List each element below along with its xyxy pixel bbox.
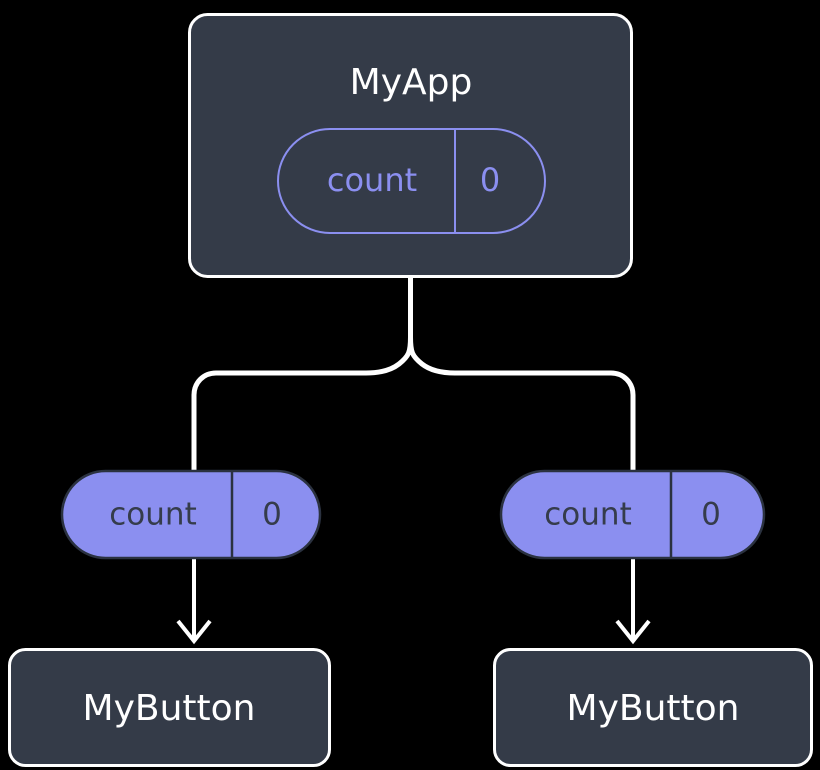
state-pill-right-value: 0 bbox=[701, 497, 721, 533]
node-mybutton-right[interactable]: MyButton bbox=[493, 648, 813, 767]
state-pill-myapp-value: 0 bbox=[480, 161, 500, 199]
state-pill-myapp-key: count bbox=[327, 161, 417, 199]
state-pill-right-shape[interactable] bbox=[499, 469, 766, 560]
node-mybutton-left-box[interactable] bbox=[8, 648, 331, 767]
edge-branch-left bbox=[191, 336, 413, 472]
arrow-head-right-icon bbox=[615, 619, 651, 645]
node-mybutton-right-box[interactable] bbox=[493, 648, 813, 767]
node-mybutton-left[interactable]: MyButton bbox=[8, 648, 331, 767]
state-pill-left-key: count bbox=[109, 497, 196, 533]
state-pill-left-shape[interactable] bbox=[60, 469, 322, 560]
state-pill-left-value: 0 bbox=[262, 497, 282, 533]
state-pill-right-key: count bbox=[544, 497, 631, 533]
node-mybutton-right-label: MyButton bbox=[567, 688, 740, 729]
state-pill-left[interactable]: count 0 bbox=[60, 469, 322, 560]
node-myapp[interactable]: MyApp count 0 bbox=[188, 13, 633, 278]
node-myapp-box[interactable] bbox=[188, 13, 633, 278]
state-pill-myapp-shape[interactable] bbox=[277, 128, 546, 234]
arrow-head-left-icon bbox=[176, 619, 212, 645]
state-pill-myapp[interactable]: count 0 bbox=[277, 128, 546, 234]
edge-group bbox=[176, 277, 651, 645]
node-myapp-label: MyApp bbox=[350, 62, 473, 103]
state-pill-right[interactable]: count 0 bbox=[499, 469, 766, 560]
edge-branch-right bbox=[408, 336, 636, 472]
node-mybutton-left-label: MyButton bbox=[83, 688, 256, 729]
